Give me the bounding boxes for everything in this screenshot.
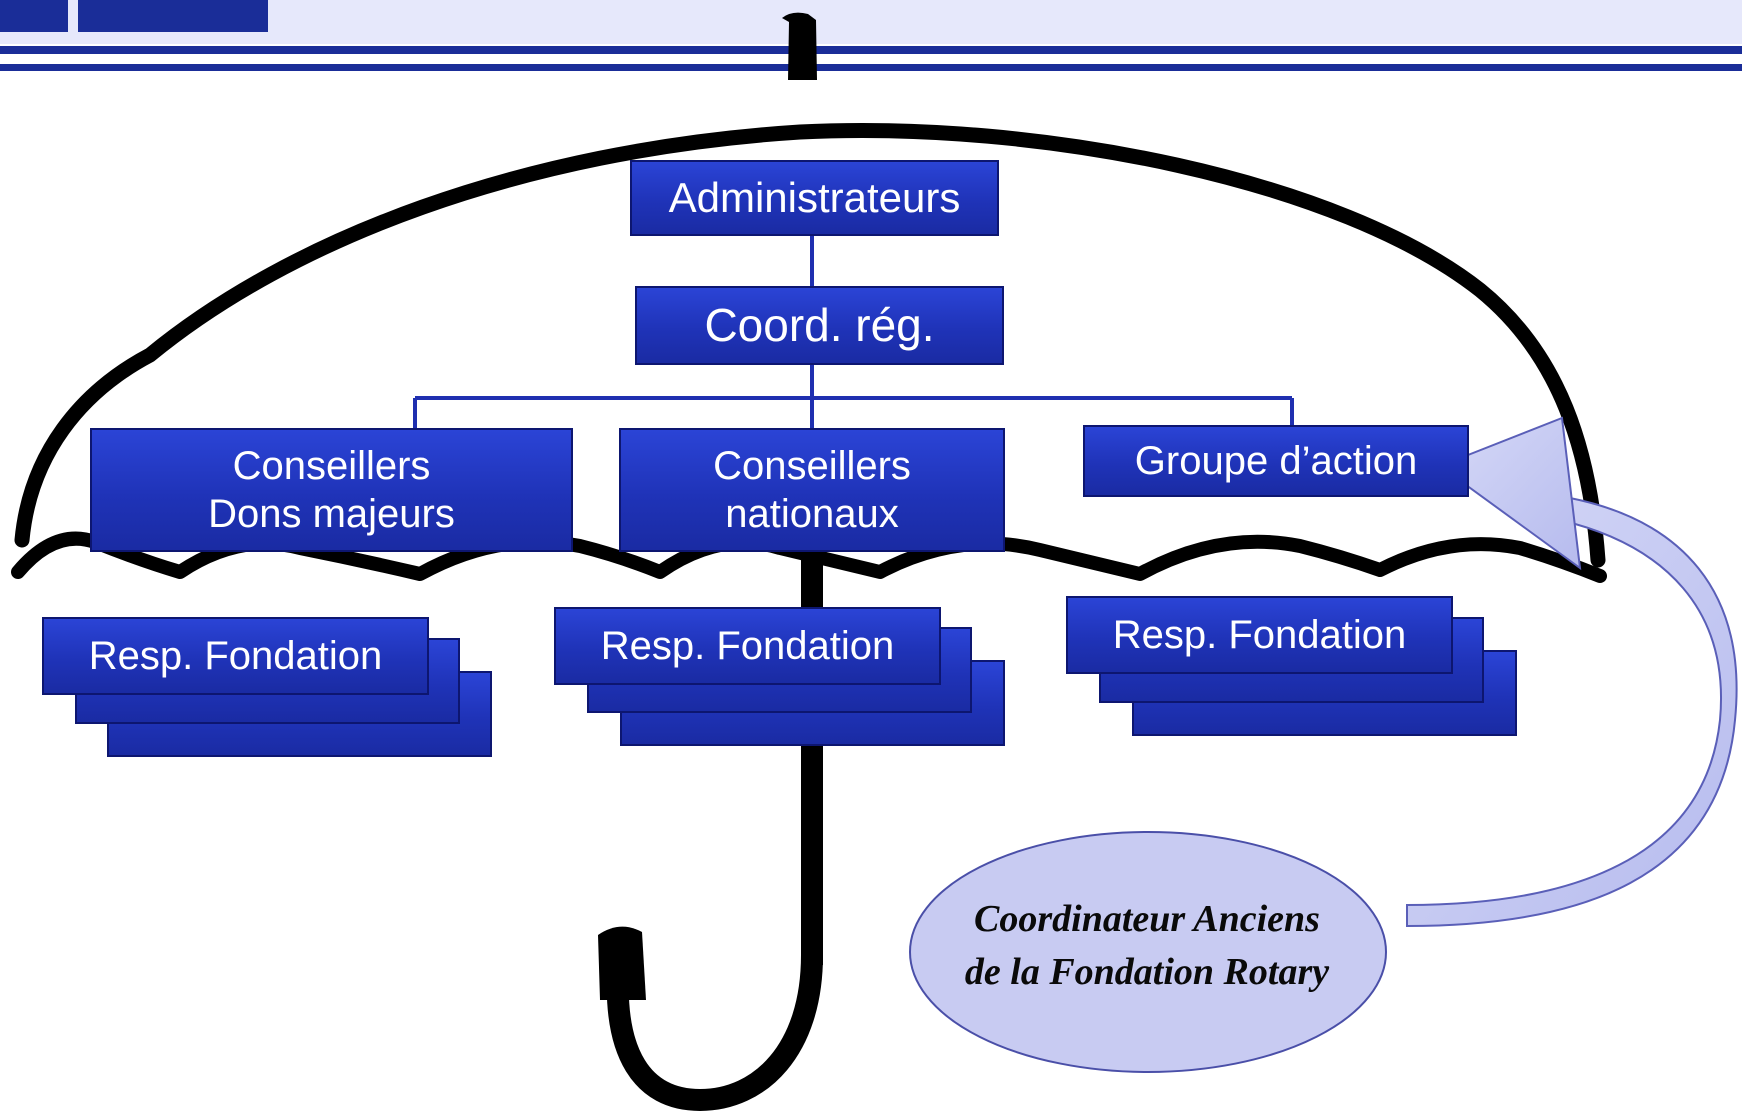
node-conseillers-nationaux-line-2: nationaux (725, 492, 899, 536)
node-conseillers-nationaux-line-1: Conseillers (713, 444, 911, 488)
callout-text: Coordinateur Anciens de la Fondation Rot… (912, 893, 1382, 999)
callout-line-2: de la Fondation Rotary (964, 951, 1330, 993)
callout-ellipse (909, 831, 1387, 1073)
node-administrateurs: Administrateurs (630, 160, 999, 236)
node-resp-fondation-2: Resp. Fondation (554, 607, 941, 685)
node-conseillers-dons-line-1: Conseillers (232, 444, 431, 488)
node-resp-fondation-3: Resp. Fondation (1066, 596, 1453, 674)
node-administrateurs-label: Administrateurs (668, 173, 961, 221)
node-conseillers-dons-majeurs: Conseillers Dons majeurs (90, 428, 573, 552)
node-groupe-action-label: Groupe d’action (1134, 439, 1418, 483)
node-conseillers-dons-line-2: Dons majeurs (208, 492, 455, 536)
callout-line-1: Coordinateur Anciens (974, 898, 1320, 940)
curved-arrow-icon (1406, 416, 1738, 928)
node-coord-reg-label: Coord. rég. (704, 298, 935, 351)
connectors (413, 236, 1294, 428)
node-resp-fondation-3-label: Resp. Fondation (1112, 613, 1407, 657)
node-coord-reg: Coord. rég. (635, 286, 1004, 365)
node-conseillers-nationaux: Conseillers nationaux (619, 428, 1005, 552)
node-groupe-action: Groupe d’action (1083, 425, 1469, 497)
node-resp-fondation-1-label: Resp. Fondation (88, 634, 383, 678)
node-resp-fondation-2-label: Resp. Fondation (600, 624, 895, 668)
node-resp-fondation-1: Resp. Fondation (42, 617, 429, 695)
top-banner (0, 0, 1742, 71)
